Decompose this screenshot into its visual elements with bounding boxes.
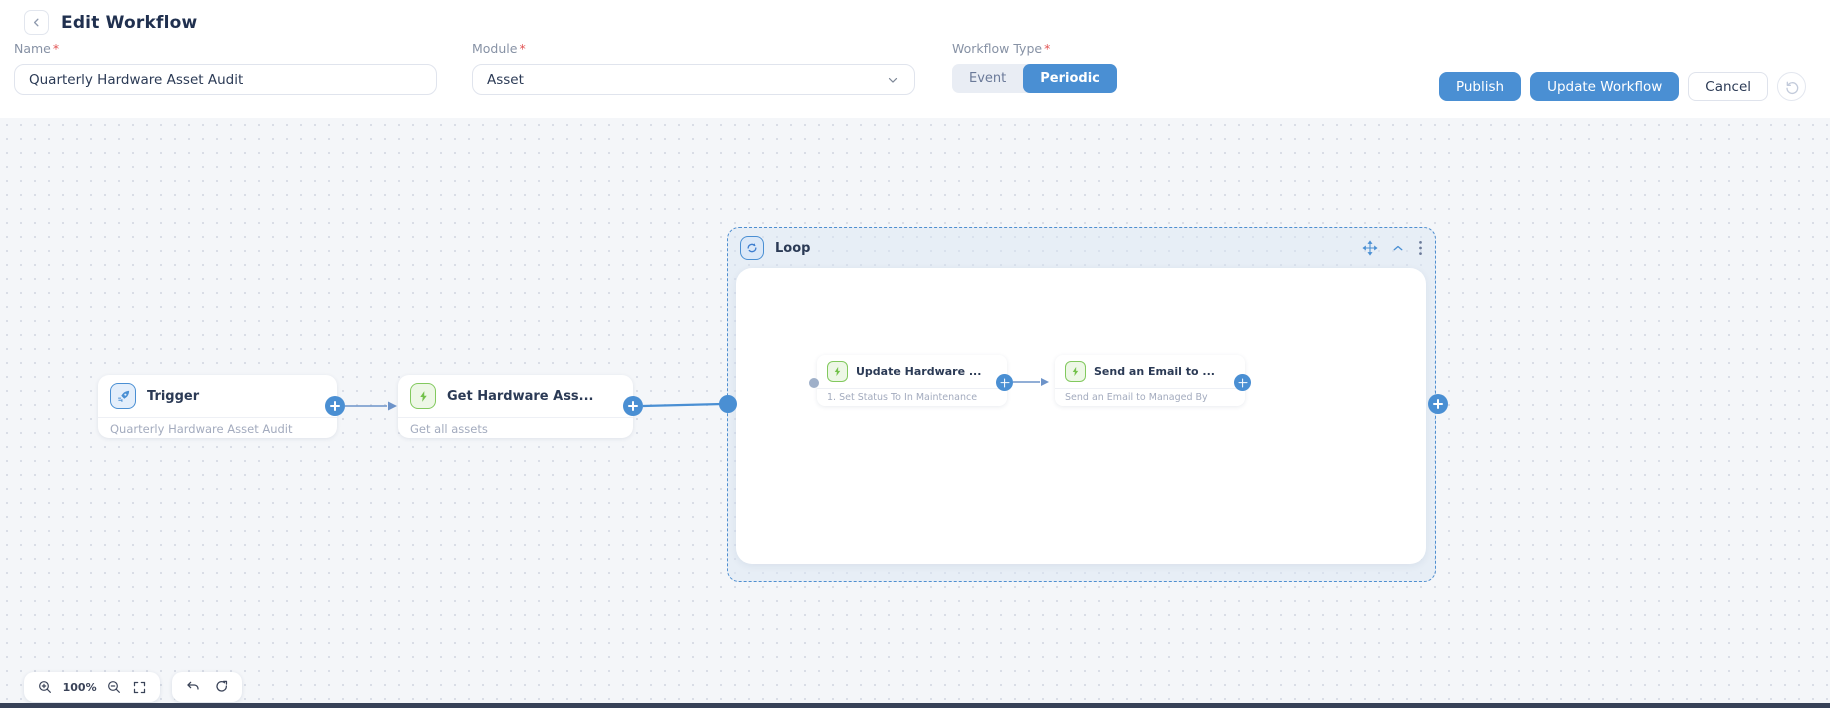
required-asterisk: * xyxy=(52,41,60,56)
zoom-toolbar: 100% xyxy=(24,672,160,702)
update-node-subtitle: 1. Set Status To In Maintenance xyxy=(817,388,1007,403)
chevron-left-icon xyxy=(30,16,43,29)
add-step-after-trigger-button[interactable] xyxy=(325,396,345,416)
workflow-type-periodic[interactable]: Periodic xyxy=(1023,64,1117,93)
get-node-subtitle: Get all assets xyxy=(398,417,633,436)
zoom-out-button[interactable] xyxy=(106,679,122,695)
add-step-after-loop-button[interactable] xyxy=(1428,394,1448,414)
loop-move-handle[interactable] xyxy=(1362,240,1378,256)
redo-button[interactable] xyxy=(214,679,230,695)
send-email-node[interactable]: Send an Email to ... Send an Email to Ma… xyxy=(1055,355,1245,406)
bolt-action-icon xyxy=(1065,361,1086,382)
loop-input-connector[interactable] xyxy=(719,395,737,413)
trigger-node-subtitle: Quarterly Hardware Asset Audit xyxy=(98,417,337,436)
update-hardware-node[interactable]: Update Hardware ... 1. Set Status To In … xyxy=(817,355,1007,406)
bolt-action-icon xyxy=(827,361,848,382)
publish-button[interactable]: Publish xyxy=(1438,72,1522,101)
header-actions: Publish Update Workflow Cancel xyxy=(1438,72,1806,101)
move-icon xyxy=(1362,240,1378,256)
name-label: Name* xyxy=(14,41,60,56)
workflow-type-toggle: Event Periodic xyxy=(952,64,1117,93)
module-select-value: Asset xyxy=(487,71,524,88)
required-asterisk: * xyxy=(519,41,526,56)
loop-collapse-button[interactable] xyxy=(1391,241,1405,255)
back-button[interactable] xyxy=(24,10,49,35)
cancel-button[interactable]: Cancel xyxy=(1688,72,1768,101)
add-step-after-get-button[interactable] xyxy=(623,396,643,416)
send-node-title: Send an Email to ... xyxy=(1094,365,1215,378)
history-button[interactable] xyxy=(1777,72,1806,101)
fit-screen-button[interactable] xyxy=(132,680,147,695)
add-step-after-send-button[interactable] xyxy=(1234,374,1251,391)
zoom-in-button[interactable] xyxy=(37,679,53,695)
zoom-out-icon xyxy=(106,679,122,695)
get-node-title: Get Hardware Ass... xyxy=(447,388,594,404)
bottom-edge-strip xyxy=(0,703,1830,708)
redo-icon xyxy=(214,679,230,695)
kebab-menu-icon xyxy=(1418,240,1423,256)
trigger-node-title: Trigger xyxy=(147,388,200,404)
trigger-node[interactable]: Trigger Quarterly Hardware Asset Audit xyxy=(98,375,337,438)
add-step-after-update-button[interactable] xyxy=(996,374,1013,391)
workflow-type-event[interactable]: Event xyxy=(952,64,1023,93)
history-icon xyxy=(1784,79,1800,95)
page-title: Edit Workflow xyxy=(61,12,198,33)
fit-screen-icon xyxy=(132,680,147,695)
loop-refresh-icon xyxy=(740,236,764,260)
get-hardware-assets-node[interactable]: Get Hardware Ass... Get all assets xyxy=(398,375,633,438)
loop-menu-button[interactable] xyxy=(1418,240,1423,256)
chevron-up-icon xyxy=(1391,241,1405,255)
module-select[interactable]: Asset xyxy=(472,64,915,95)
rocket-trigger-icon xyxy=(110,383,136,409)
send-node-subtitle: Send an Email to Managed By xyxy=(1055,388,1245,403)
chevron-down-icon xyxy=(886,73,900,87)
undo-redo-toolbar xyxy=(172,672,242,702)
update-workflow-button[interactable]: Update Workflow xyxy=(1530,72,1680,101)
update-node-input-connector xyxy=(809,378,819,388)
zoom-level: 100% xyxy=(62,680,97,694)
zoom-in-icon xyxy=(37,679,53,695)
undo-button[interactable] xyxy=(185,679,201,695)
undo-icon xyxy=(185,679,201,695)
bolt-action-icon xyxy=(410,383,436,409)
loop-body[interactable] xyxy=(736,268,1426,564)
update-node-title: Update Hardware ... xyxy=(856,365,982,378)
workflow-type-label: Workflow Type* xyxy=(952,41,1051,56)
header-bar: Edit Workflow Name* Quarterly Hardware A… xyxy=(0,0,1830,118)
module-label: Module* xyxy=(472,41,526,56)
loop-title: Loop xyxy=(775,240,811,256)
name-input[interactable]: Quarterly Hardware Asset Audit xyxy=(14,64,437,95)
required-asterisk: * xyxy=(1044,41,1051,56)
